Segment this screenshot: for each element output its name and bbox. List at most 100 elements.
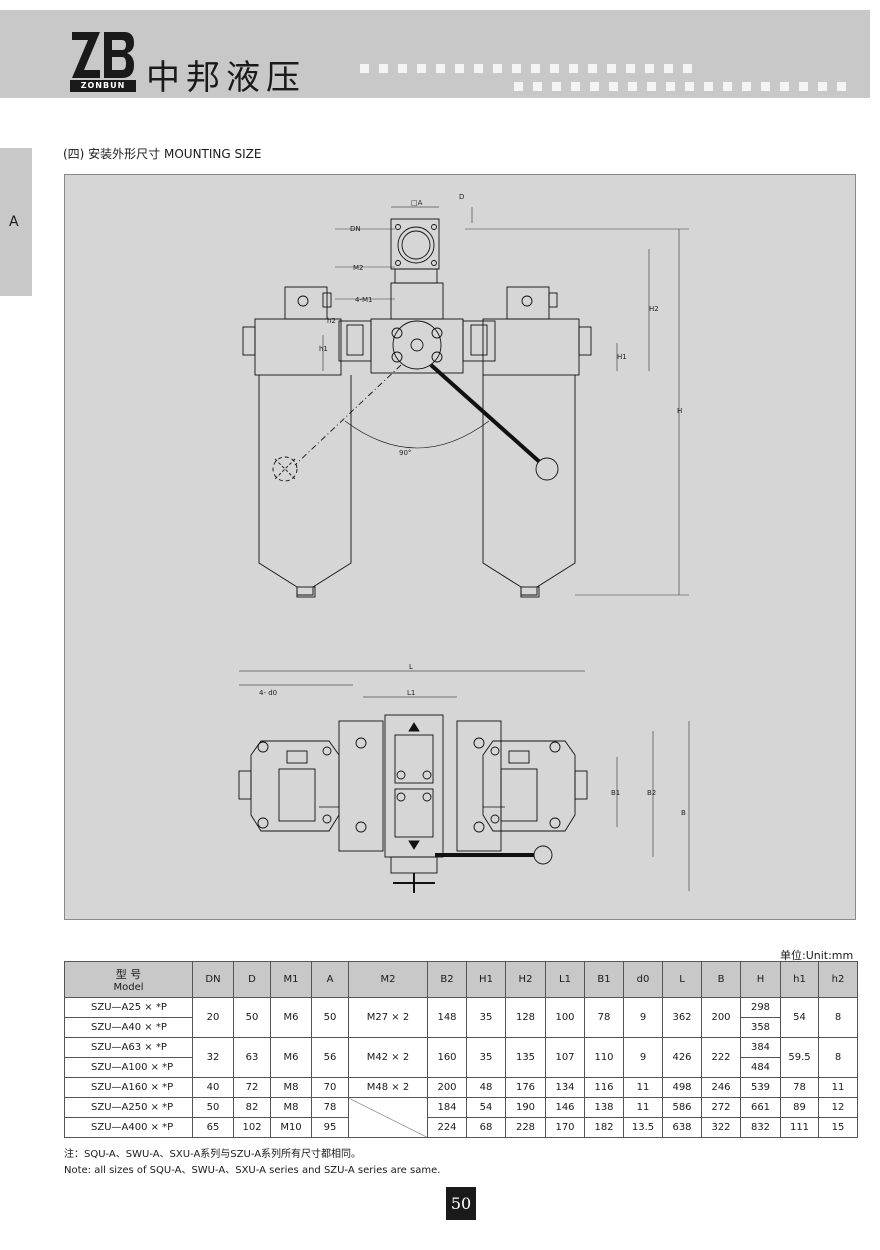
header-dot: [398, 64, 407, 73]
cell-l1: 146: [545, 1097, 585, 1118]
table-row: SZU—A250 × *P 50 82 M8 78 184 54 190 146…: [64, 1097, 858, 1138]
cell-h2-upper: 135: [505, 1037, 546, 1078]
header-dot: [474, 64, 483, 73]
header-cell: B: [701, 961, 741, 998]
header-dot: [780, 82, 789, 91]
cell-dn: 40: [192, 1077, 234, 1098]
cell-dn: 50: [192, 1097, 234, 1118]
cell-d0: 11: [623, 1097, 663, 1118]
cell-l: 586: [662, 1097, 702, 1118]
cell-h2-lower: 12: [818, 1097, 858, 1118]
header-cell: H1: [466, 961, 506, 998]
cell-h: 484: [740, 1057, 781, 1078]
header-model: 型 号 Model: [64, 961, 193, 998]
mounting-drawing: □A D DN M2 4-M1 h1 h2 H1 H2 H 90°: [64, 174, 856, 920]
header-cell: DN: [192, 961, 234, 998]
technical-drawing: □A D DN M2 4-M1 h1 h2 H1 H2 H 90°: [238, 193, 690, 893]
header-model-cn: 型 号: [115, 968, 142, 981]
side-tab-label: A: [9, 214, 19, 230]
dim-a: □A: [411, 199, 423, 207]
model-cell: SZU—A250 × *P: [64, 1097, 193, 1118]
dim-b: B: [681, 809, 686, 817]
cell-h1-upper: 54: [466, 1097, 506, 1118]
header-dot: [550, 64, 559, 73]
table-header-row: 型 号 Model DN D M1 A M2 B2 H1 H2 L1 B1 d0…: [64, 961, 858, 998]
cell-h1-upper: 68: [466, 1117, 506, 1138]
model-cell: SZU—A25 × *P: [64, 997, 193, 1018]
header-dot: [799, 82, 808, 91]
header-dot: [666, 82, 675, 91]
header-dot: [588, 64, 597, 73]
cell-m2: M42 × 2: [348, 1037, 428, 1078]
header-dot: [455, 64, 464, 73]
cell-h1-upper: 35: [466, 1037, 506, 1078]
model-cell: SZU—A400 × *P: [64, 1117, 193, 1138]
cell-h: 661: [740, 1097, 781, 1118]
cell-h1-upper: 48: [466, 1077, 506, 1098]
cell-d0: 9: [623, 997, 663, 1038]
cell-h1-lower: 54: [780, 997, 819, 1038]
table-row: SZU—A40 × *P 358: [64, 1017, 858, 1038]
cell-a: 78: [311, 1097, 349, 1118]
header-dot: [436, 64, 445, 73]
header-cell: H: [740, 961, 781, 998]
dim-h1-up: H1: [617, 353, 627, 361]
cell-b1: 182: [584, 1117, 624, 1138]
cell-b1: 138: [584, 1097, 624, 1118]
header-dot: [645, 64, 654, 73]
brand-name: 中邦液压: [146, 58, 306, 98]
header-dot: [628, 82, 637, 91]
cell-b1: 116: [584, 1077, 624, 1098]
dim-l1: L1: [407, 689, 415, 697]
table-row: SZU—A25 × *P 20 50 M6 50 M27 × 2 148 35 …: [64, 997, 858, 1038]
header-cell: M1: [270, 961, 312, 998]
header-cell: B1: [584, 961, 624, 998]
table-row: SZU—A63 × *P 32 63 M6 56 M42 × 2 160 35 …: [64, 1037, 858, 1078]
dim-l: L: [409, 663, 413, 671]
header-dot: [607, 64, 616, 73]
header-dot: [417, 64, 426, 73]
header-dot: [531, 64, 540, 73]
cell-b2: 148: [427, 997, 467, 1038]
cell-h2-lower: 11: [818, 1077, 858, 1098]
cell-l1: 100: [545, 997, 585, 1038]
cell-m2-empty: [348, 1097, 428, 1138]
table-row: SZU—A100 × *P 484: [64, 1057, 858, 1078]
logo-subtitle: ZONBUN: [70, 80, 136, 92]
cell-m1: M6: [270, 1037, 312, 1078]
header-cell: D: [233, 961, 271, 998]
cell-h1-lower: 89: [780, 1097, 819, 1118]
header-band: ZONBUN 中邦液压: [0, 10, 870, 98]
cell-h: 832: [740, 1117, 781, 1138]
cell-a: 95: [311, 1117, 349, 1138]
cell-h1-lower: 59.5: [780, 1037, 819, 1078]
section-title: (四) 安装外形尺寸 MOUNTING SIZE: [63, 147, 262, 161]
header-dot: [533, 82, 542, 91]
header-dot: [512, 64, 521, 73]
dim-b1: B1: [611, 789, 620, 797]
side-tab: A: [0, 148, 32, 296]
header-dot: [664, 64, 673, 73]
dim-d0: 4- d0: [259, 689, 277, 697]
dim-angle: 90°: [399, 449, 411, 457]
spec-table: 型 号 Model DN D M1 A M2 B2 H1 H2 L1 B1 d0…: [64, 961, 858, 1138]
zonbun-logo: [72, 32, 134, 78]
note-chinese: 注：SQU-A、SWU-A、SXU-A系列与SZU-A系列所有尺寸都相同。: [64, 1149, 362, 1160]
cell-h: 539: [740, 1077, 781, 1098]
header-cell: A: [311, 961, 349, 998]
cell-m1: M8: [270, 1077, 312, 1098]
cell-b2: 184: [427, 1097, 467, 1118]
cell-d: 102: [233, 1117, 271, 1138]
cell-d: 82: [233, 1097, 271, 1118]
cell-b: 322: [701, 1117, 741, 1138]
header-dot: [379, 64, 388, 73]
header-cell: L: [662, 961, 702, 998]
cell-h2-lower: 8: [818, 997, 858, 1038]
header-dot: [514, 82, 523, 91]
cell-b: 246: [701, 1077, 741, 1098]
cell-h1-lower: 78: [780, 1077, 819, 1098]
cell-d: 50: [233, 997, 271, 1038]
cell-h2-upper: 176: [505, 1077, 546, 1098]
dim-d: D: [459, 193, 464, 201]
cell-b: 200: [701, 997, 741, 1038]
